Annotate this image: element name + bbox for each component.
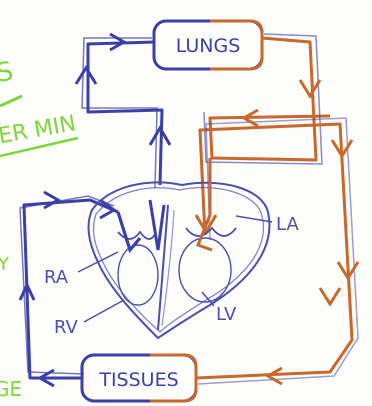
flow-arrow-to-tissues bbox=[268, 368, 282, 384]
label-ra: RA bbox=[44, 267, 69, 288]
flow-arrow-pulmonary-up bbox=[76, 68, 96, 84]
right-ventricle-chamber bbox=[118, 245, 158, 305]
label-la: LA bbox=[276, 214, 299, 235]
lungs-label: LUNGS bbox=[176, 35, 241, 57]
margin-note-side: Y bbox=[0, 254, 10, 275]
label-rv: RV bbox=[54, 317, 79, 338]
flow-arrow-lungs-out bbox=[300, 80, 320, 96]
heart-outline bbox=[89, 182, 270, 338]
pointer-rv bbox=[84, 300, 124, 322]
margin-note-top: S bbox=[0, 56, 16, 89]
flow-arrow-vena-cava bbox=[44, 192, 58, 208]
vena-cava-vessel bbox=[24, 200, 118, 378]
pointer-la bbox=[236, 216, 272, 222]
margin-note-underline bbox=[0, 96, 22, 106]
tissues-label: TISSUES bbox=[98, 369, 178, 391]
pointer-lv bbox=[202, 292, 214, 306]
mitral-valve bbox=[186, 228, 236, 236]
pointer-ra bbox=[78, 252, 118, 272]
margin-note-middle: ER MIN bbox=[0, 111, 78, 149]
flow-arrow-right-down-2 bbox=[320, 288, 340, 304]
margin-note-bottom: GE bbox=[0, 377, 22, 401]
pulmonary-artery-vessel bbox=[88, 42, 162, 185]
label-lv: LV bbox=[216, 304, 237, 325]
